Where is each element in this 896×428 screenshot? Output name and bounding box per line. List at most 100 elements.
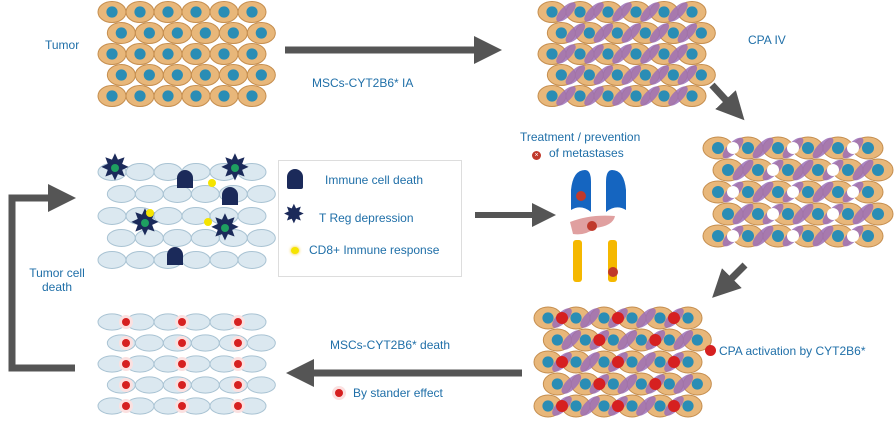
- msc-cell: [640, 44, 660, 64]
- msc-cell: [584, 44, 604, 64]
- msc-cell: [732, 159, 754, 181]
- msc-cell: [556, 44, 576, 64]
- dead-cell: [162, 185, 192, 203]
- burst-core: [178, 381, 186, 389]
- msc-cell: [752, 137, 774, 159]
- nucleus: [190, 6, 202, 18]
- nucleus: [626, 312, 638, 324]
- nucleus: [115, 27, 127, 39]
- nucleus: [872, 208, 884, 220]
- burst-core: [122, 381, 130, 389]
- dead-cell: [162, 229, 192, 247]
- treg-core: [141, 219, 149, 227]
- cpa-dot: [612, 400, 624, 412]
- msc-cell: [812, 137, 834, 159]
- nucleus: [551, 378, 563, 390]
- metastases-text: of metastases: [549, 146, 624, 160]
- nucleus: [686, 6, 698, 18]
- nucleus: [106, 6, 118, 18]
- msc-cell: [617, 330, 638, 350]
- nucleus: [772, 230, 784, 242]
- legend-label: Immune cell death: [325, 173, 424, 187]
- nucleus: [190, 48, 202, 60]
- cpa-treated-tissue: [702, 136, 894, 248]
- nucleus: [574, 90, 586, 102]
- nucleus: [782, 164, 794, 176]
- msc-cell: [612, 2, 632, 22]
- msc-cell: [593, 65, 614, 85]
- cpa-dot: [649, 378, 662, 390]
- cpa-iv-label: CPA IV: [748, 33, 786, 47]
- nucleus: [162, 90, 174, 102]
- nucleus: [686, 48, 698, 60]
- tumor-label: Tumor: [45, 38, 80, 52]
- nucleus: [227, 27, 239, 39]
- nucleus: [583, 69, 595, 81]
- nucleus: [574, 6, 586, 18]
- burst-core: [122, 360, 130, 368]
- nucleus: [772, 142, 784, 154]
- nucleus: [602, 90, 614, 102]
- msc-cell: [612, 44, 632, 64]
- msc-cell: [673, 330, 694, 350]
- nucleus: [570, 312, 582, 324]
- nucleus: [686, 90, 698, 102]
- lung-right-icon: [606, 170, 626, 212]
- metastases-label: ×of metastases: [532, 146, 624, 160]
- nucleus: [712, 230, 724, 242]
- dead-cell: [125, 163, 155, 181]
- nucleus: [583, 27, 595, 39]
- cpa-dot: [556, 356, 568, 368]
- ghost: [167, 247, 183, 265]
- nucleus: [862, 186, 874, 198]
- nucleus: [667, 69, 679, 81]
- msc-infiltrated-tissue: [537, 1, 716, 107]
- nucleus: [691, 378, 703, 390]
- dead-cell: [134, 185, 164, 203]
- nucleus: [598, 356, 610, 368]
- nucleus: [802, 230, 814, 242]
- dead-cell: [125, 251, 155, 269]
- dead-cell: [134, 334, 164, 352]
- arrow-cpa-to-activation: [712, 262, 748, 298]
- dead-cell: [237, 251, 267, 269]
- cpa-dot: [668, 400, 680, 412]
- cd8-dot: [204, 218, 212, 226]
- legend: Immune cell death ✸ T Reg depression CD8…: [278, 160, 462, 277]
- msc-cell: [677, 23, 698, 43]
- nucleus: [570, 356, 582, 368]
- cpa-activated-tissue: [533, 306, 712, 418]
- nucleus: [555, 27, 567, 39]
- treg-core: [221, 224, 229, 232]
- nucleus: [143, 69, 155, 81]
- nucleus: [862, 142, 874, 154]
- bystander-text: By stander effect: [353, 386, 443, 400]
- nucleus: [227, 69, 239, 81]
- nucleus: [611, 27, 623, 39]
- dead-cell: [246, 376, 276, 394]
- nucleus: [635, 378, 647, 390]
- msc-cell: [612, 86, 632, 106]
- nucleus: [712, 142, 724, 154]
- msc-cell: [852, 203, 874, 225]
- burst-core: [234, 381, 242, 389]
- nucleus: [602, 6, 614, 18]
- nucleus: [691, 334, 703, 346]
- nucleus: [832, 142, 844, 154]
- nucleus: [682, 400, 694, 412]
- nucleus: [218, 90, 230, 102]
- dead-cell: [190, 185, 220, 203]
- nucleus: [658, 90, 670, 102]
- msc-cell: [640, 86, 660, 106]
- nucleus: [106, 90, 118, 102]
- msc-cell: [792, 203, 814, 225]
- msc-cell: [752, 225, 774, 247]
- msc-cell: [812, 225, 834, 247]
- dead-cell: [246, 334, 276, 352]
- nucleus: [199, 27, 211, 39]
- msc-cell: [640, 2, 660, 22]
- cpa-dot: [593, 334, 606, 346]
- nucleus: [842, 208, 854, 220]
- nucleus: [695, 69, 707, 81]
